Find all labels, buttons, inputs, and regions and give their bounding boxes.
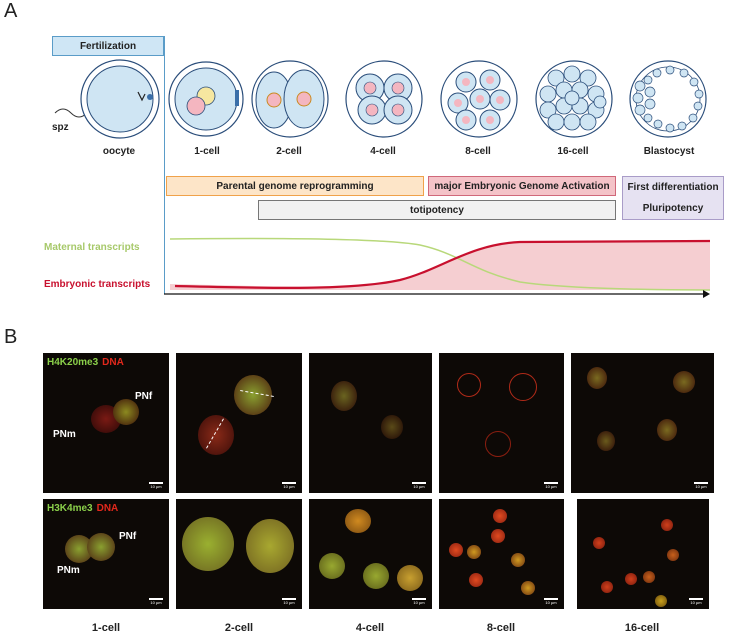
four-cell-icon [345,60,423,138]
panel-b-letter: B [4,326,18,348]
fertilization-label: Fertilization [79,40,137,52]
pnm-label-2: PNm [57,565,80,576]
stage-label-1-cell: 1-cell [194,146,220,157]
sixteen-cell-icon [535,60,613,138]
stage-label-blastocyst: Blastocyst [643,146,695,157]
micro-r1-16cell: 10 µm [570,352,715,494]
bottom-label-16-cell: 16-cell [624,622,660,634]
one-cell-icon [168,61,244,137]
parental-reprogramming-label: Parental genome reprogramming [216,180,374,192]
parental-reprogramming-box: Parental genome reprogramming [166,176,424,196]
fertilization-box: Fertilization [52,36,164,56]
spz-label: spz [52,122,69,133]
micro-r2-8cell: 10 µm [438,498,565,610]
transcript-curves [164,237,711,298]
blastocyst-icon [629,60,707,138]
micro-r2-4cell: 10 µm [308,498,433,610]
embryonic-transcripts-label: Embryonic transcripts [44,279,151,290]
pnm-label: PNm [53,429,76,440]
eight-cell-icon [440,60,518,138]
totipotency-box: totipotency [258,200,616,220]
development-diagram [54,59,711,298]
panel-a-letter: A [4,0,18,22]
oocyte-icon [80,59,160,139]
maternal-transcripts-label: Maternal transcripts [44,242,140,253]
bottom-label-8-cell: 8-cell [486,622,516,634]
pnf-label: PNf [135,391,153,402]
bottom-label-2-cell: 2-cell [224,622,254,634]
micro-r2-16cell: 10 µm [576,498,710,610]
differentiation-box: First differentiation Pluripotency [622,176,724,220]
two-cell-icon [251,60,329,138]
bottom-label-4-cell: 4-cell [355,622,385,634]
totipotency-label: totipotency [410,204,464,216]
stage-label-4-cell: 4-cell [370,146,396,157]
bottom-label-1-cell: 1-cell [91,622,121,634]
first-differentiation-label: First differentiation [627,182,719,193]
micro-r1-4cell: 10 µm [308,352,433,494]
fertilization-divider [164,36,165,294]
stage-label-16-cell: 16-cell [557,146,589,157]
genome-activation-label: major Embryonic Genome Activation [434,180,610,192]
stage-label-oocyte: oocyte [102,146,136,157]
pnf-label-2: PNf [119,531,137,542]
pluripotency-label: Pluripotency [642,203,704,214]
genome-activation-box: major Embryonic Genome Activation [428,176,616,196]
micro-r2-2cell: 10 µm [175,498,303,610]
stage-label-2-cell: 2-cell [276,146,302,157]
stage-label-8-cell: 8-cell [465,146,491,157]
micro-r1-2cell: 10 µm [175,352,303,494]
micro-r1-8cell: 10 µm [438,352,565,494]
